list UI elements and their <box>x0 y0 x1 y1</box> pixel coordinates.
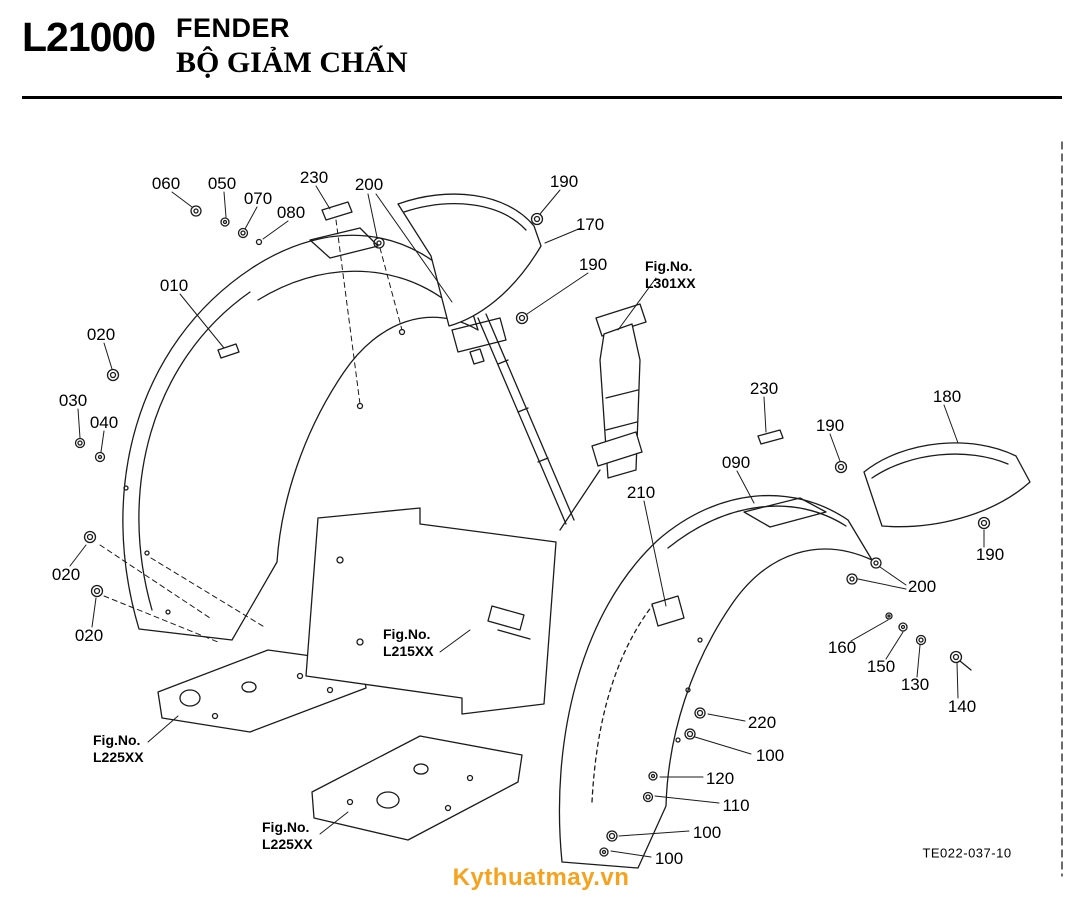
callout-190-d: 190 <box>975 545 1005 564</box>
callout-110: 110 <box>722 796 750 815</box>
callout-190-a: 190 <box>549 172 579 191</box>
figref-number: L215XX <box>383 643 434 659</box>
callout-200-top: 200 <box>354 175 384 194</box>
callout-020-a: 020 <box>86 325 116 344</box>
callout-130: 130 <box>900 675 930 694</box>
figref-prefix: Fig.No. <box>93 732 141 748</box>
callout-100-a: 100 <box>755 746 785 765</box>
callout-030: 030 <box>58 391 88 410</box>
figref-L301XX: Fig.No. L301XX <box>645 258 696 292</box>
callout-090: 090 <box>721 453 751 472</box>
figref-number: L225XX <box>262 836 313 852</box>
callout-190-b: 190 <box>578 255 608 274</box>
callout-140: 140 <box>947 697 977 716</box>
figref-prefix: Fig.No. <box>645 258 693 274</box>
drawing-code: TE022-037-10 <box>922 845 1012 861</box>
callout-180: 180 <box>932 387 962 406</box>
figref-prefix: Fig.No. <box>383 626 431 642</box>
callout-060: 060 <box>151 174 181 193</box>
callout-020-b: 020 <box>51 565 81 584</box>
page-code: L21000 <box>22 14 156 60</box>
callout-100-c: 100 <box>654 849 684 868</box>
callout-080: 080 <box>276 203 306 222</box>
page-title-vi: BỘ GIẢM CHẤN <box>176 46 408 79</box>
callout-190-c: 190 <box>815 416 845 435</box>
callout-020-c: 020 <box>74 626 104 645</box>
callout-230-right: 230 <box>749 379 779 398</box>
callout-040: 040 <box>89 413 119 432</box>
figref-L225XX-a: Fig.No. L225XX <box>93 732 144 766</box>
figref-L225XX-b: Fig.No. L225XX <box>262 819 313 853</box>
callout-230-top: 230 <box>299 168 329 187</box>
figref-L215XX: Fig.No. L215XX <box>383 626 434 660</box>
callout-120: 120 <box>705 769 735 788</box>
page-title-en: FENDER <box>176 13 291 43</box>
figref-prefix: Fig.No. <box>262 819 310 835</box>
callout-170: 170 <box>575 215 605 234</box>
callout-070: 070 <box>243 189 273 208</box>
callout-220: 220 <box>747 713 777 732</box>
header-divider <box>22 96 1062 99</box>
callout-010: 010 <box>159 276 189 295</box>
callout-050: 050 <box>207 174 237 193</box>
figref-number: L301XX <box>645 275 696 291</box>
callout-200-right: 200 <box>907 577 937 596</box>
callout-100-b: 100 <box>692 823 722 842</box>
callout-160: 160 <box>827 638 857 657</box>
watermark-text: Kythuatmay.vn <box>452 864 630 891</box>
callout-150: 150 <box>866 657 896 676</box>
callout-210: 210 <box>626 483 656 502</box>
figref-number: L225XX <box>93 749 144 765</box>
